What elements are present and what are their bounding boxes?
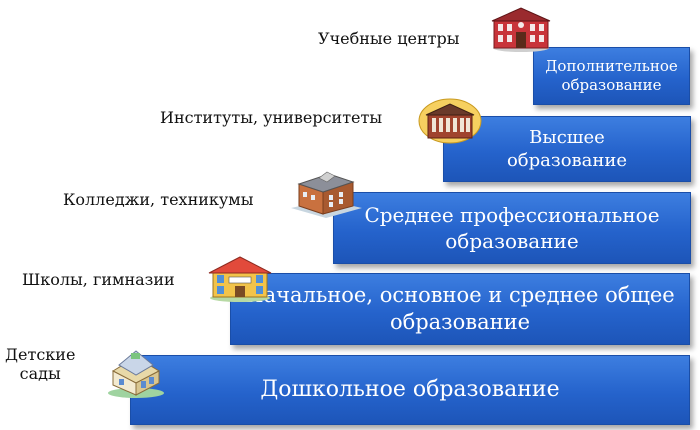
training-center-icon [491,7,551,52]
institution-label-training-centers: Учебные центры [318,29,460,48]
institution-label-kindergartens: Детские сады [5,345,76,384]
step-vocational-education: Среднее профессиональное образование [333,192,691,264]
institution-label-universities: Институты, университеты [160,108,383,127]
step-preschool-label: Дошкольное образование [260,376,560,402]
step-higher-education: Высшее образование [443,116,691,182]
step-vocational-education-label: Среднее профессиональное образование [364,203,660,253]
university-icon [418,98,482,144]
college-icon [291,171,362,218]
step-additional-education-label: Дополнительное образование [545,56,678,95]
school-icon [208,256,272,302]
step-general-education: Начальное, основное и среднее общее обра… [230,273,690,345]
step-higher-education-label: Высшее образование [506,126,628,171]
institution-label-schools: Школы, гимназии [22,270,175,289]
kindergarten-icon [108,350,164,398]
step-preschool: Дошкольное образование [130,355,690,425]
step-general-education-label: Начальное, основное и среднее общее обра… [245,282,675,334]
step-additional-education: Дополнительное образование [533,47,690,105]
institution-label-colleges: Колледжи, техникумы [63,190,254,209]
